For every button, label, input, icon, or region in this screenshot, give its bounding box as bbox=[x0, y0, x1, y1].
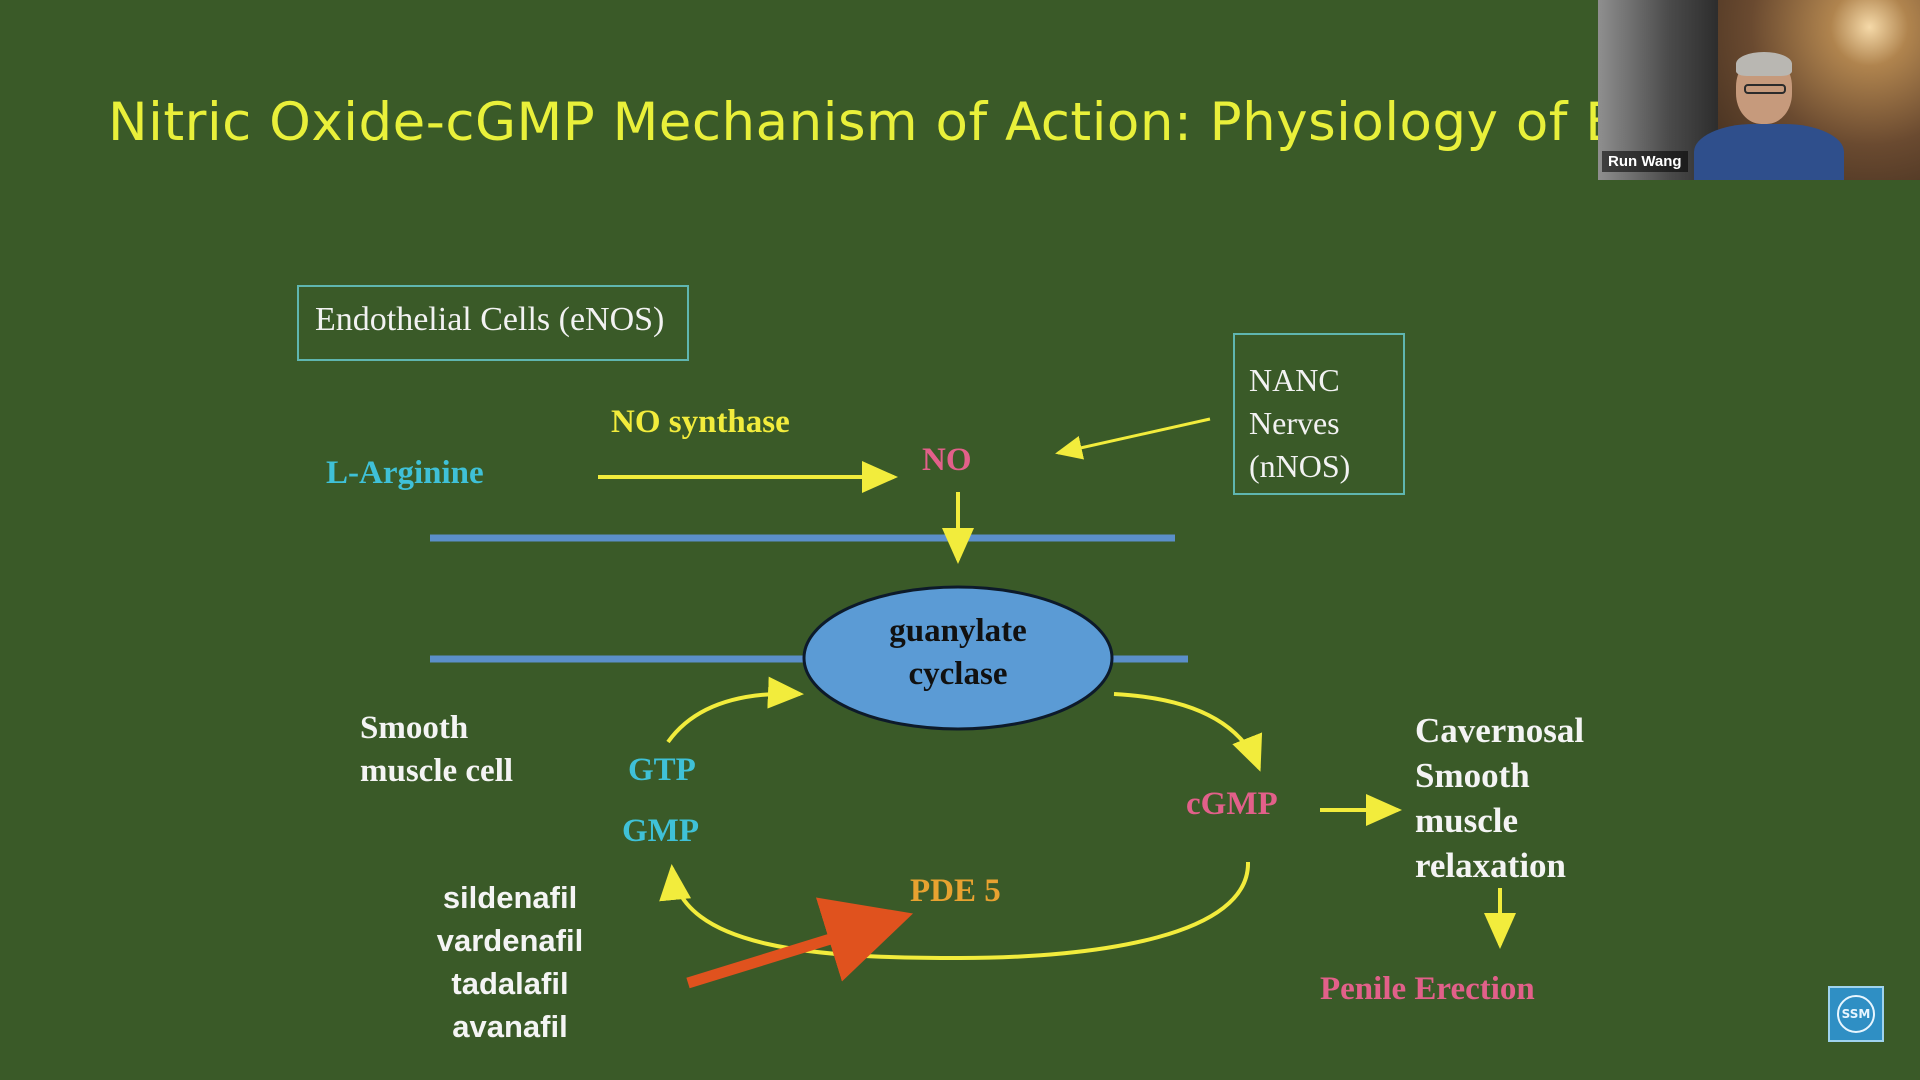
presenter-glasses bbox=[1744, 84, 1786, 94]
l-arginine-label: L-Arginine bbox=[326, 455, 484, 491]
relaxation-line3: muscle bbox=[1415, 801, 1519, 840]
smooth-muscle-cell-line1: Smooth bbox=[360, 710, 469, 746]
drug-sildenafil: sildenafil bbox=[442, 880, 578, 915]
participant-name-label: Run Wang bbox=[1602, 151, 1688, 172]
guanylate-cyclase-line2: cyclase bbox=[908, 656, 1008, 692]
nanc-label-line2: Nerves bbox=[1249, 405, 1340, 441]
gtp-label: GTP bbox=[628, 752, 696, 788]
drug-avanafil: avanafil bbox=[452, 1009, 568, 1044]
pde5-inhibitor-arrow bbox=[686, 897, 914, 989]
smooth-muscle-cell-label: Smooth muscle cell bbox=[360, 707, 513, 793]
endothelial-cells-box: Endothelial Cells (eNOS) bbox=[297, 285, 689, 361]
no-synthase-label: NO synthase bbox=[611, 404, 790, 440]
drug-vardenafil: vardenafil bbox=[436, 923, 584, 958]
no-label: NO bbox=[922, 442, 972, 478]
nanc-label-line1: NANC bbox=[1249, 362, 1340, 398]
relaxation-line1: Cavernosal bbox=[1415, 711, 1585, 750]
drug-tadalafil: tadalafil bbox=[451, 966, 569, 1001]
webcam-video-tile[interactable]: Run Wang bbox=[1598, 0, 1920, 180]
presenter-body bbox=[1694, 124, 1844, 180]
smooth-muscle-cell-line2: muscle cell bbox=[360, 753, 514, 789]
cyclase-to-cgmp-arrow bbox=[1113, 692, 1263, 772]
ssm-logo-text: SSM bbox=[1841, 1007, 1871, 1021]
guanylate-cyclase-line1: guanylate bbox=[889, 613, 1027, 649]
ssm-logo-icon: SSM bbox=[1828, 986, 1884, 1042]
relaxation-line2: Smooth bbox=[1415, 756, 1530, 795]
relaxation-label: Cavernosal Smooth muscle relaxation bbox=[1415, 708, 1584, 888]
nanc-nerves-box: NANC Nerves (nNOS) bbox=[1233, 333, 1405, 495]
penile-erection-label: Penile Erection bbox=[1320, 971, 1535, 1007]
nanc-label-line3: (nNOS) bbox=[1249, 448, 1351, 484]
slide-title: Nitric Oxide-cGMP Mechanism of Action: P… bbox=[108, 92, 1674, 153]
gtp-to-cyclase-arrow bbox=[666, 676, 804, 744]
pde5-label: PDE 5 bbox=[910, 873, 1001, 909]
cgmp-to-gmp-loop-arrow bbox=[659, 861, 1251, 961]
endothelial-cells-label: Endothelial Cells (eNOS) bbox=[315, 301, 665, 338]
guanylate-cyclase-ellipse bbox=[802, 585, 1114, 731]
gmp-label: GMP bbox=[622, 813, 699, 849]
cgmp-label: cGMP bbox=[1186, 786, 1278, 822]
ssm-logo-ring: SSM bbox=[1837, 995, 1875, 1033]
presenter-hair bbox=[1736, 52, 1792, 76]
nanc-to-no-arrow bbox=[1055, 417, 1211, 460]
pde5-inhibitor-list: sildenafil vardenafil tadalafil avanafil bbox=[420, 876, 600, 1048]
relaxation-line4: relaxation bbox=[1415, 846, 1567, 885]
guanylate-cyclase-label: guanylate cyclase bbox=[858, 610, 1058, 696]
